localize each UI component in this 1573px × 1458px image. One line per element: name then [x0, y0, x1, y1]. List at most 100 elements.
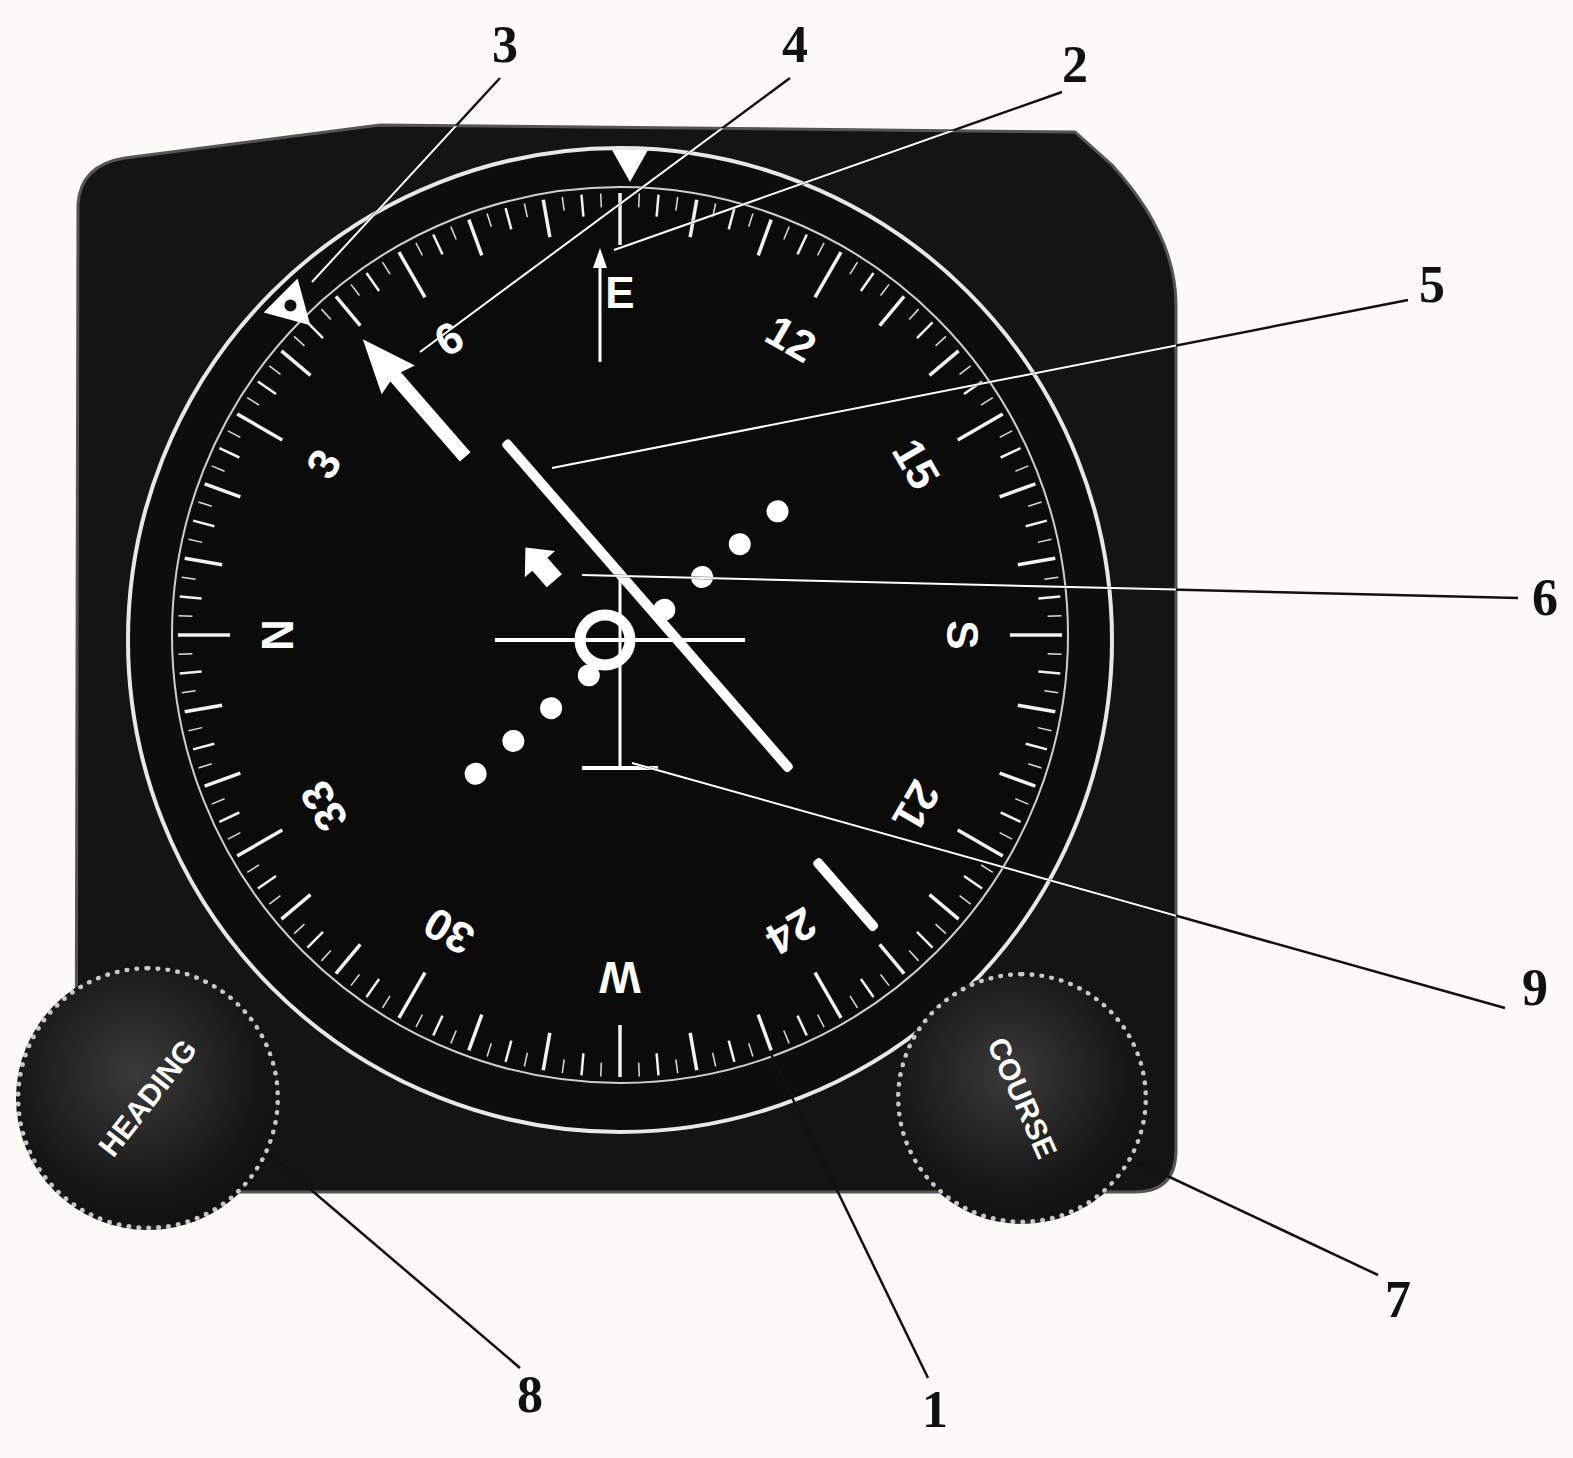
tick-mark — [818, 243, 824, 255]
control-knob: COURSE — [896, 972, 1148, 1224]
heading-marker — [264, 279, 328, 343]
course-indicator — [204, 201, 1036, 1068]
tick-mark — [861, 273, 874, 291]
tick-mark — [1026, 521, 1047, 527]
card-marking: W — [599, 955, 641, 999]
tick-mark — [676, 197, 678, 211]
tick-mark — [818, 1015, 824, 1027]
knob-label: COURSE — [982, 1033, 1062, 1162]
tick-mark — [451, 227, 456, 240]
tick-mark — [212, 466, 225, 471]
callout-number: 2 — [1062, 39, 1088, 91]
tick-mark — [336, 944, 360, 973]
leader-line — [614, 92, 1062, 250]
course-index — [593, 248, 607, 362]
tick-mark — [366, 979, 379, 997]
deviation-dot — [460, 758, 491, 789]
card-marking: E — [605, 271, 634, 315]
leader-lines — [262, 78, 1518, 1378]
tick-mark — [600, 193, 602, 207]
tick-mark — [193, 744, 214, 750]
tick-mark — [958, 830, 1003, 856]
tick-mark — [212, 799, 225, 804]
tick-mark — [749, 213, 753, 226]
tick-mark — [366, 273, 379, 291]
tick-mark — [638, 193, 640, 207]
tick-mark — [258, 876, 276, 889]
tick-mark — [758, 220, 771, 256]
tick-mark — [180, 672, 202, 674]
leader-line — [632, 763, 1505, 1008]
tick-mark — [797, 234, 806, 254]
tick-mark — [1000, 773, 1036, 786]
tick-mark — [321, 309, 330, 319]
tick-mark — [433, 234, 442, 254]
tick-mark — [1001, 448, 1021, 457]
tick-mark — [880, 944, 904, 973]
tick-mark — [1038, 596, 1060, 598]
tick-mark — [487, 1043, 491, 1056]
tick-mark — [1038, 728, 1052, 731]
leader-line — [312, 78, 500, 282]
tick-mark — [562, 1059, 564, 1073]
tick-mark — [850, 996, 858, 1008]
tick-mark — [881, 975, 890, 986]
tick-mark — [729, 208, 735, 229]
callout-number: 6 — [1532, 572, 1558, 624]
tick-mark — [178, 615, 192, 617]
tick-mark — [1044, 577, 1058, 579]
course-tail — [812, 857, 880, 933]
deviation-dot — [762, 496, 793, 527]
leader-line — [1112, 1150, 1378, 1275]
tick-mark — [881, 284, 890, 295]
leader-lines-on-dial — [312, 78, 1518, 1008]
tick-mark — [1010, 633, 1062, 637]
tick-mark — [416, 243, 422, 255]
tick-mark — [178, 633, 230, 637]
tick-mark — [198, 502, 211, 506]
tick-mark — [909, 309, 918, 319]
tick-mark — [958, 414, 1003, 440]
tick-mark — [929, 895, 958, 919]
tick-mark — [618, 1025, 622, 1077]
tick-mark — [713, 1053, 716, 1067]
card-marking: N — [256, 619, 300, 651]
tick-mark — [506, 208, 512, 229]
tick-mark — [1048, 615, 1062, 617]
tick-mark — [581, 195, 583, 217]
tick-mark — [917, 932, 933, 948]
tick-mark — [269, 366, 280, 375]
aircraft-symbol — [495, 580, 745, 768]
tick-mark — [178, 653, 192, 655]
tick-mark — [237, 414, 282, 440]
card-ticks — [178, 193, 1062, 1077]
tick-mark — [981, 398, 993, 406]
tick-mark — [294, 336, 304, 345]
tick-mark — [219, 812, 239, 821]
tick-mark — [433, 1016, 442, 1036]
tick-mark — [676, 1059, 678, 1073]
deviation-bar — [501, 438, 795, 774]
deviation-dot — [498, 725, 529, 756]
tick-mark — [815, 252, 841, 297]
tick-mark — [307, 932, 323, 948]
tick-mark — [524, 1053, 527, 1067]
tick-mark — [185, 558, 222, 565]
tick-mark — [228, 833, 240, 839]
card-marking: 3 — [299, 442, 349, 485]
callout-number: 8 — [517, 1369, 543, 1421]
tick-mark — [321, 951, 330, 961]
to-from-indicator — [510, 534, 569, 593]
tick-mark — [269, 896, 280, 905]
tick-mark — [815, 973, 841, 1018]
tick-mark — [581, 1053, 583, 1075]
tick-mark — [861, 979, 874, 997]
card-marking: 15 — [885, 432, 948, 496]
tick-mark — [228, 431, 240, 437]
card-marking: S — [940, 620, 984, 649]
tick-mark — [258, 381, 276, 394]
tick-mark — [562, 197, 564, 211]
tick-mark — [487, 213, 491, 226]
tick-mark — [936, 336, 946, 345]
tick-mark — [690, 1033, 697, 1070]
